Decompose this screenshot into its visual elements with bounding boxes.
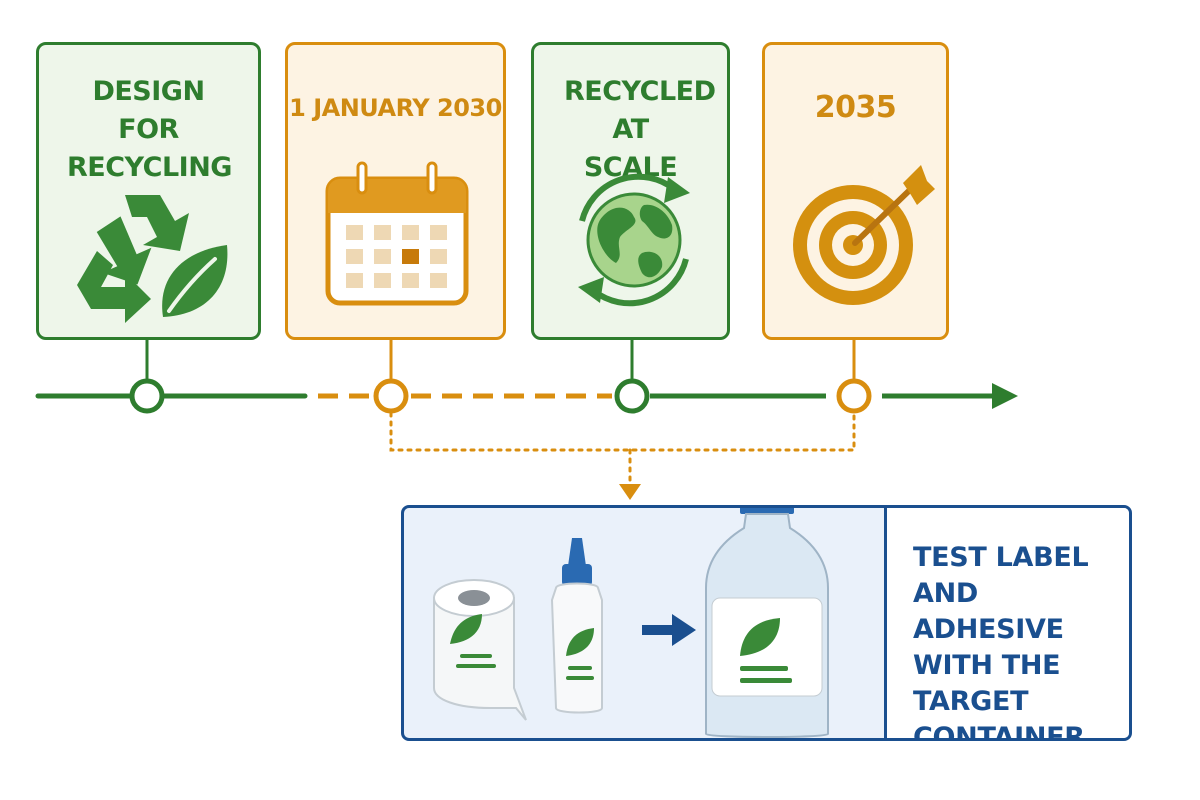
arrow-right-icon [642,614,696,646]
adhesive-bottle-icon [550,538,603,714]
step-title: 1 JANUARY 2030 [289,94,502,122]
recycling-leaf-icon [77,195,228,323]
marker-1 [129,378,165,414]
step-card-design-for-recycling: DESIGN FOR RECYCLING [36,42,261,340]
connector-arrowhead [619,484,641,500]
globe-recycle-icon [578,173,690,307]
target-arrow-icon [793,165,935,305]
step-title: DESIGN FOR RECYCLING [67,76,232,183]
test-panel-text: TEST LABEL AND ADHESIVE WITH THE TARGET … [913,542,1089,741]
calendar-icon [325,161,469,306]
step-card-1-january-2030: 1 JANUARY 2030 [285,42,506,340]
test-panel: TEST LABEL AND ADHESIVE WITH THE TARGET … [401,505,1132,741]
step-title: 2035 [814,90,897,125]
dotted-connector [389,411,856,484]
step-card-recycled-at-scale: RECYCLED AT SCALE [531,42,730,340]
marker-2 [373,378,409,414]
plastic-bottle-icon [705,508,829,738]
marker-3 [614,378,650,414]
test-panel-text-area: TEST LABEL AND ADHESIVE WITH THE TARGET … [884,508,1129,738]
step-card-2035: 2035 [762,42,949,340]
marker-4 [836,378,872,414]
label-roll-icon [433,579,527,721]
timeline-arrowhead [992,383,1018,409]
test-illustration [433,508,829,738]
